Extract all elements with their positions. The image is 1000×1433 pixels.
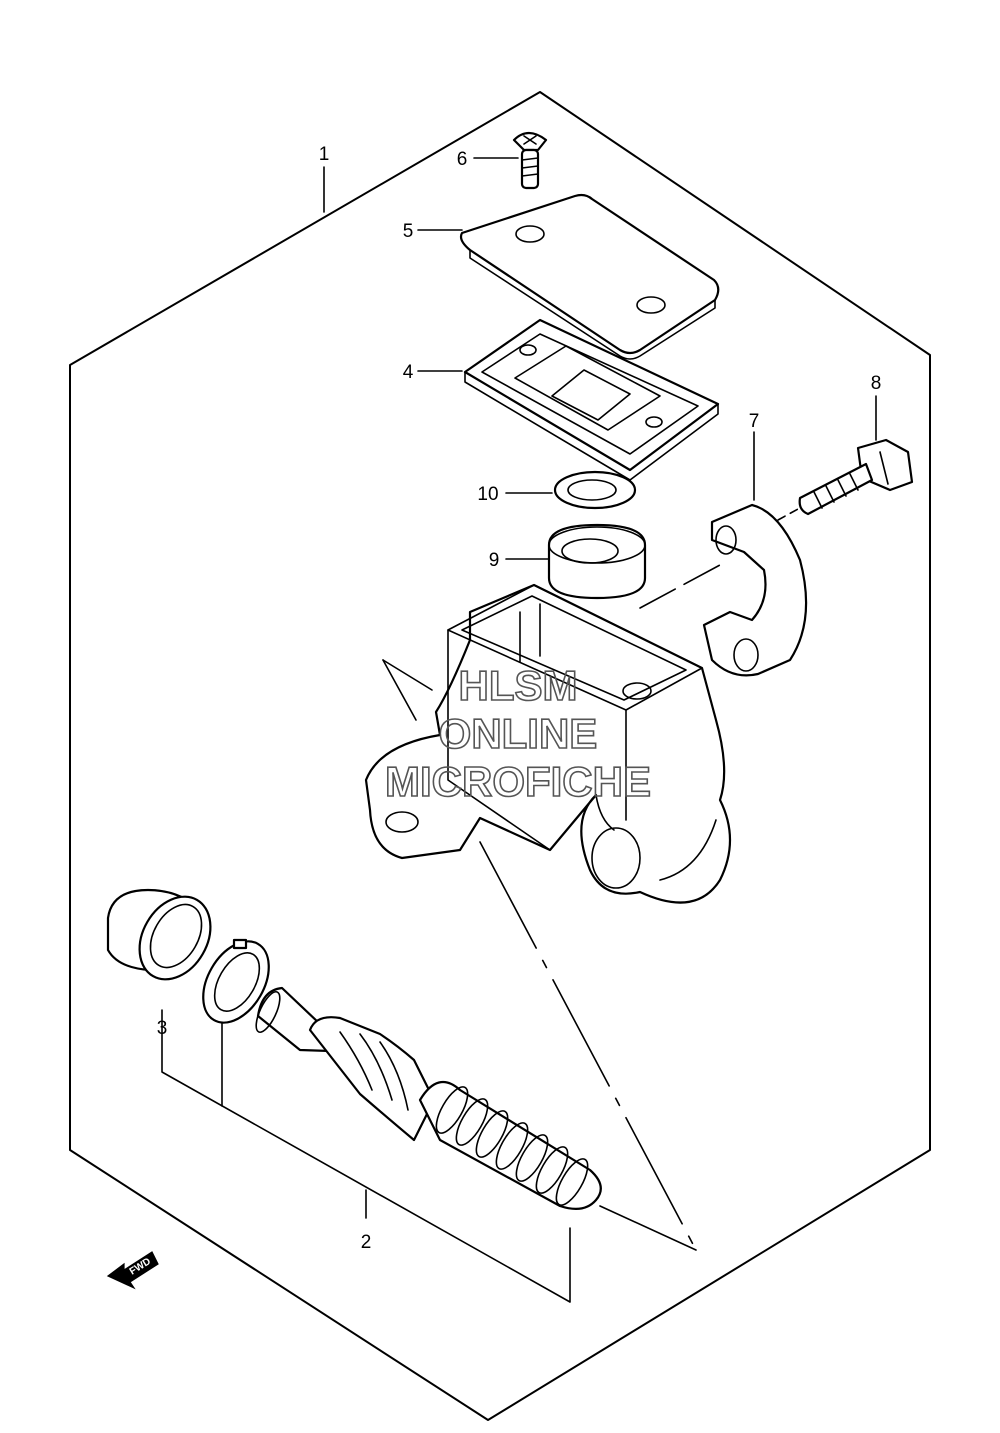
callout-3: 3 (157, 1018, 168, 1039)
reservoir-cap-part-5 (459, 193, 720, 360)
callout-10: 10 (477, 484, 498, 505)
fwd-arrow-icon: FWD (106, 1251, 159, 1290)
assembly-frame (69, 91, 931, 1421)
callout-2: 2 (361, 1232, 372, 1253)
watermark: HLSM ONLINE MICROFICHE (384, 661, 652, 806)
watermark-line-2: ONLINE (439, 710, 598, 757)
ring-part-10 (553, 470, 637, 510)
callout-4: 4 (403, 362, 414, 383)
master-cylinder-body (364, 583, 732, 904)
diaphragm-part-4 (463, 318, 720, 481)
callout-8: 8 (871, 373, 882, 394)
callout-5: 5 (403, 221, 414, 242)
callout-numbers: 1 6 5 4 8 7 10 9 3 2 (157, 144, 882, 1253)
snap-ring (202, 938, 270, 1024)
callout-1: 1 (319, 144, 330, 165)
clamp-part-7 (702, 503, 808, 677)
watermark-line-1: HLSM (459, 662, 578, 709)
watermark-line-3: MICROFICHE (385, 758, 651, 805)
cup-part-3 (106, 888, 212, 981)
callout-9: 9 (489, 550, 500, 571)
screw-part-6 (512, 131, 548, 190)
bolt-part-8 (798, 438, 914, 516)
boot-part-9 (547, 523, 647, 600)
callout-7: 7 (749, 411, 760, 432)
piston-assembly-part-2 (255, 986, 602, 1211)
callout-6: 6 (457, 149, 468, 170)
